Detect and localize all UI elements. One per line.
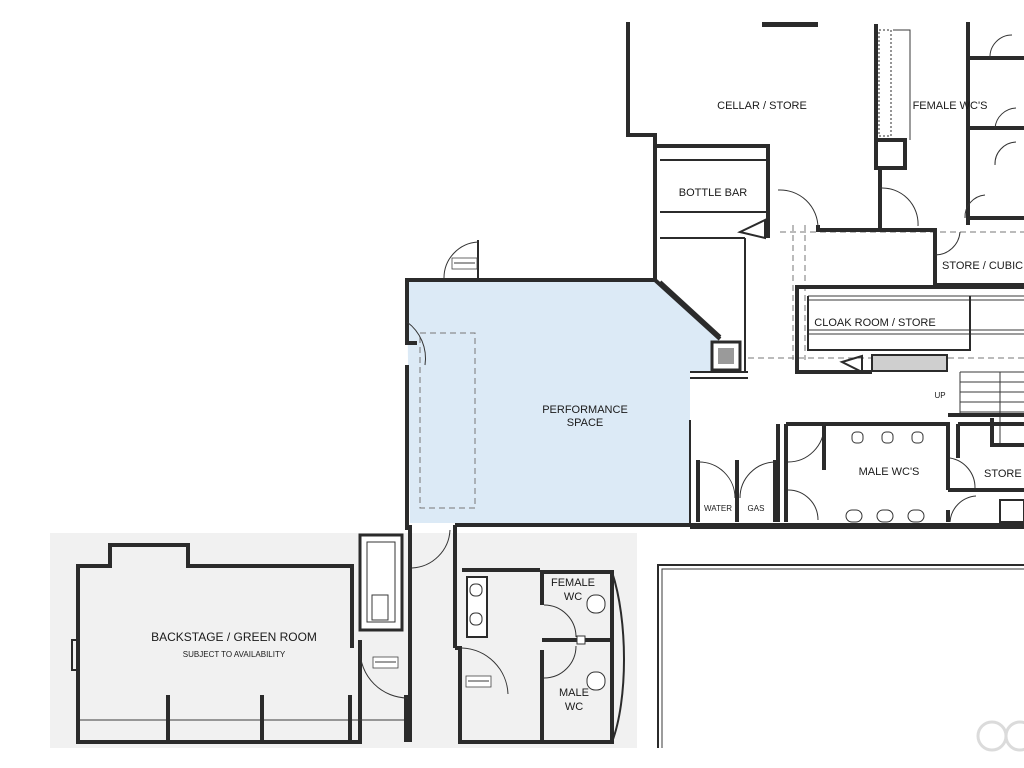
wc-curved-wall (611, 571, 625, 743)
lower-right-building (657, 564, 1024, 748)
wc-lobby-door (461, 647, 509, 695)
utility-walls (696, 460, 777, 522)
label-female-wc-line1: FEMALE (551, 577, 595, 589)
water-door (697, 461, 736, 499)
gas-door (739, 461, 776, 499)
cloak-room-walls (795, 285, 1024, 374)
cellar-top-bar (762, 22, 818, 27)
lower-right-building-inner (661, 568, 1024, 748)
female-door-1 (777, 189, 819, 229)
male-wc-walls (776, 422, 950, 522)
performance-space-fill (407, 282, 720, 523)
label-up: UP (934, 391, 945, 400)
store-cubicle-door (934, 231, 961, 256)
male-wc-door (787, 425, 825, 463)
cubicle-door-4 (964, 194, 986, 219)
cloak-counter (871, 354, 948, 372)
lobby-fixture (358, 533, 404, 632)
female-wc-walls (816, 225, 1024, 287)
cubicle-door-1 (989, 34, 1013, 59)
store-right-walls (948, 422, 1024, 492)
lobby-fixture-inner (366, 541, 396, 623)
column-box-inner (718, 348, 734, 364)
female-cubicles (966, 22, 1024, 225)
cubicle-door-3 (994, 141, 1017, 166)
performance-north-door (443, 241, 479, 279)
female-toilet (586, 594, 606, 614)
label-store-cubicle: STORE / CUBIC (942, 260, 1023, 272)
male-wc-door-lower (543, 645, 577, 679)
label-performance-line2: SPACE (567, 417, 603, 429)
cellar-east-thin (893, 29, 911, 140)
cloak-flap (839, 354, 863, 374)
bar-flap (737, 218, 766, 240)
label-water: WATER (704, 504, 732, 513)
cellar-east-hatch (878, 29, 892, 137)
bottle-bar-diagonal (658, 280, 722, 339)
label-backstage-note: SUBJECT TO AVAILABILITY (183, 650, 286, 659)
label-store-right: STORE (984, 468, 1022, 480)
cloak-room-inner (807, 296, 971, 351)
label-bottle-bar: BOTTLE BAR (679, 187, 748, 199)
performance-west-door (406, 321, 426, 366)
corridor-dash-3 (792, 225, 806, 360)
store-right-fixture (999, 499, 1024, 523)
backstage-door (359, 649, 409, 699)
watermark-logo (976, 720, 1024, 752)
stairs (959, 371, 1024, 445)
cubicle-door-2 (994, 107, 1017, 129)
wc-basin-2 (469, 612, 483, 626)
wc-block-walls (455, 570, 614, 744)
label-male-wc-line1: MALE (559, 687, 589, 699)
label-female-wcs: FEMALE WC'S (913, 100, 988, 112)
urinals (851, 431, 924, 444)
wc-divider-fixture (576, 635, 586, 645)
bottle-bar-counter (690, 238, 748, 379)
wc-basin-1 (469, 583, 483, 597)
bottle-bar-walls (655, 144, 770, 238)
store-right-door-2 (949, 495, 977, 523)
male-wc-door-2 (787, 489, 819, 521)
label-female-wc-line2: WC (564, 591, 582, 603)
female-wc-door (543, 604, 577, 638)
basins (845, 509, 925, 523)
bottle-bar-inner (660, 159, 768, 239)
lobby-door (411, 529, 451, 569)
label-gas: GAS (748, 504, 765, 513)
label-cloak-room: CLOAK ROOM / STORE (814, 317, 935, 329)
lobby-walls (408, 525, 457, 742)
label-male-wcs: MALE WC'S (859, 466, 920, 478)
stage-outline (419, 332, 476, 509)
cellar-walls (626, 22, 657, 280)
label-performance-line1: PERFORMANCE (542, 404, 628, 416)
male-toilet (586, 671, 606, 691)
label-cellar-store: CELLAR / STORE (717, 100, 807, 112)
cellar-east-wall (874, 24, 907, 170)
lobby-fixture-seat (371, 594, 389, 621)
store-right-door (949, 457, 976, 489)
female-door-2 (879, 187, 919, 227)
backstage-west-notch (71, 639, 78, 671)
label-backstage: BACKSTAGE / GREEN ROOM (151, 630, 317, 644)
backstage-piers (166, 695, 462, 742)
backstage-walls (76, 543, 362, 744)
label-male-wc-line2: WC (565, 701, 583, 713)
stair-walls (948, 413, 1024, 447)
